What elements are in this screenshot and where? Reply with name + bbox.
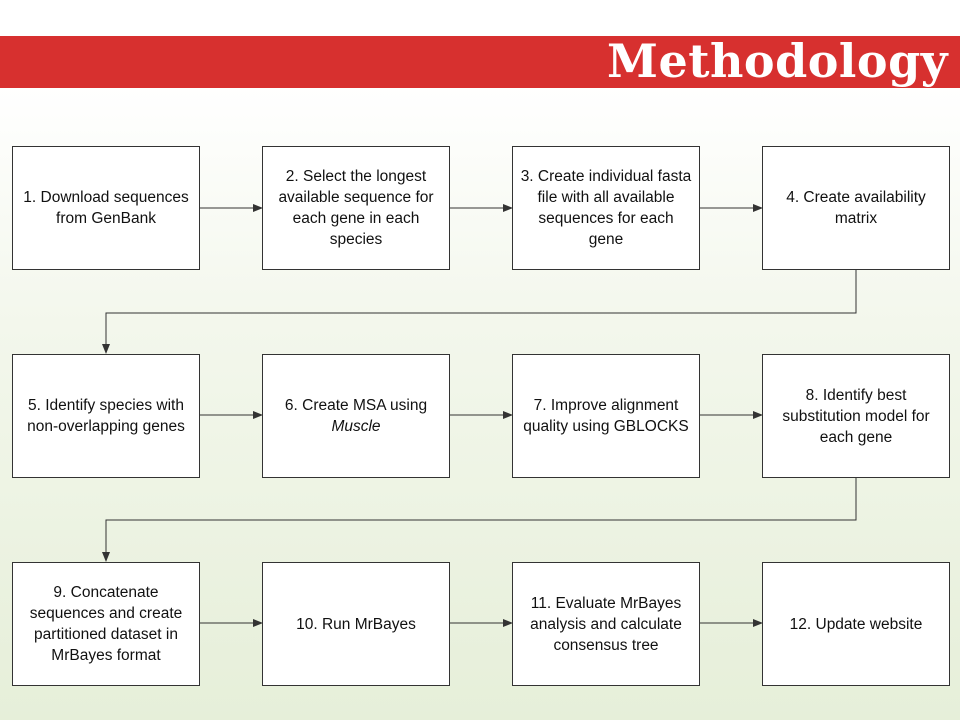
step-6-box: 6. Create MSA using Muscle: [262, 354, 450, 478]
arrow-4-to-5: [102, 270, 857, 354]
step-11-text: 11. Evaluate MrBayes analysis and calcul…: [530, 594, 682, 654]
page-title: Methodology: [607, 34, 948, 88]
step-5-text: 5. Identify species with non-overlapping…: [27, 397, 185, 435]
step-7-text: 7. Improve alignment quality using GBLOC…: [523, 397, 689, 435]
step-9-box: 9. Concatenate sequences and create part…: [12, 562, 200, 686]
title-bar: Methodology: [0, 34, 960, 88]
step-2-box: 2. Select the longest available sequence…: [262, 146, 450, 270]
step-2-text: 2. Select the longest available sequence…: [278, 168, 434, 248]
step-3-text: 3. Create individual fasta file with all…: [520, 168, 692, 248]
step-8-text: 8. Identify best substitution model for …: [782, 386, 930, 446]
step-5-box: 5. Identify species with non-overlapping…: [12, 354, 200, 478]
step-1-box: 1. Download sequences from GenBank: [12, 146, 200, 270]
step-6-content: 6. Create MSA using Muscle: [285, 395, 427, 437]
step-12-box: 12. Update website: [762, 562, 950, 686]
step-9-text: 9. Concatenate sequences and create part…: [29, 584, 183, 664]
step-3-box: 3. Create individual fasta file with all…: [512, 146, 700, 270]
step-10-box: 10. Run MrBayes: [262, 562, 450, 686]
step-7-box: 7. Improve alignment quality using GBLOC…: [512, 354, 700, 478]
step-11-box: 11. Evaluate MrBayes analysis and calcul…: [512, 562, 700, 686]
step-1-text: 1. Download sequences from GenBank: [23, 189, 189, 227]
step-10-text: 10. Run MrBayes: [296, 615, 416, 633]
step-8-box: 8. Identify best substitution model for …: [762, 354, 950, 478]
arrow-8-to-9: [102, 478, 857, 562]
step-6-emphasis: Muscle: [331, 418, 381, 435]
step-12-text: 12. Update website: [789, 615, 923, 633]
step-6-text: 6. Create MSA using: [284, 397, 428, 414]
step-4-text: 4. Create availability matrix: [786, 189, 926, 227]
step-4-box: 4. Create availability matrix: [762, 146, 950, 270]
